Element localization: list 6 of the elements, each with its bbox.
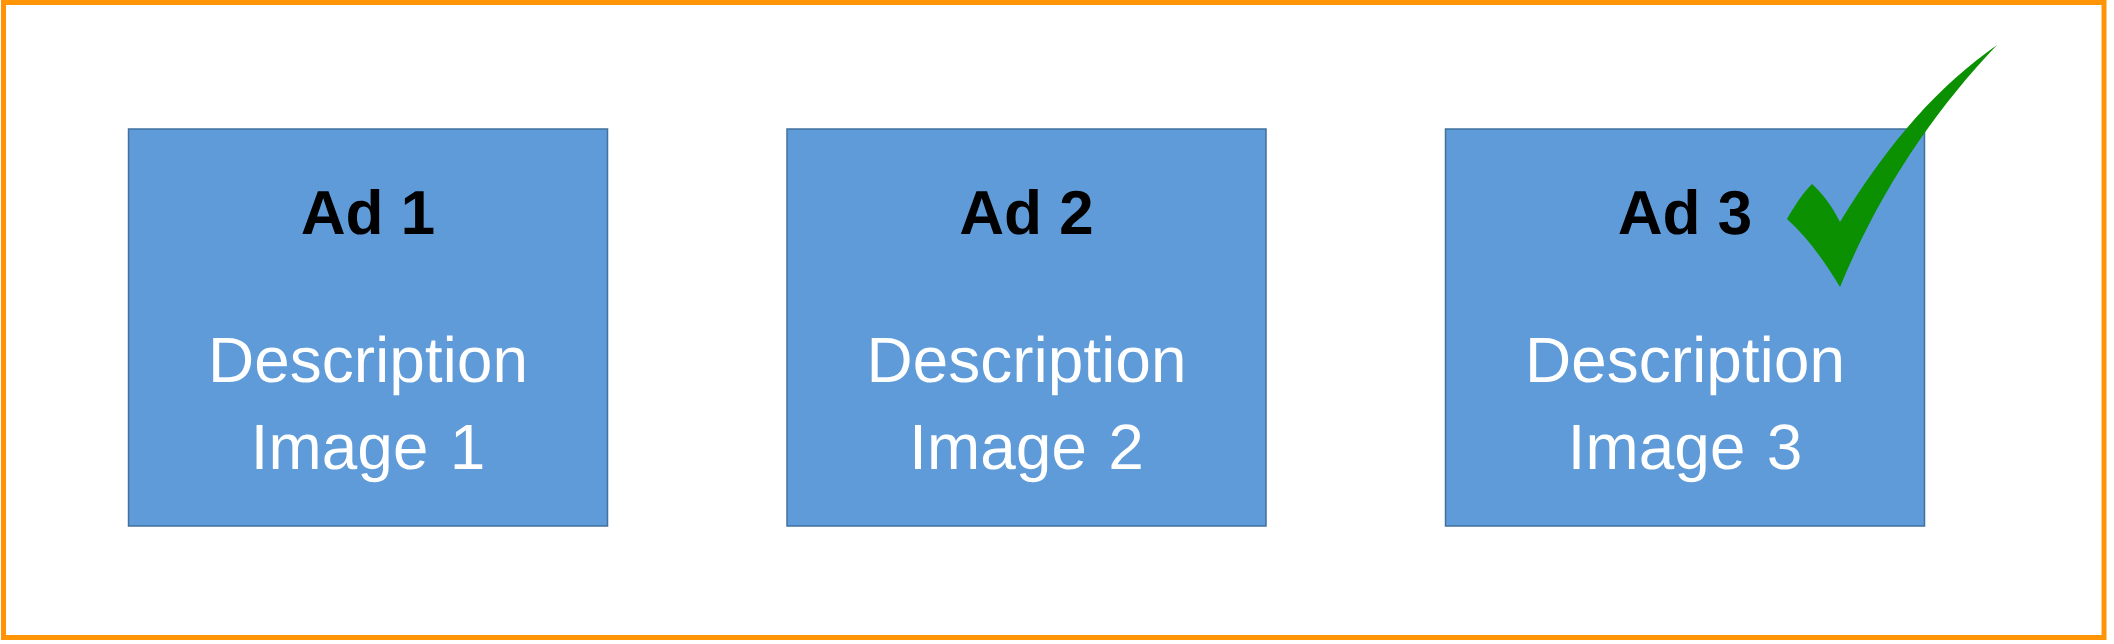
description-text: Description Image 3	[1530, 335, 1841, 483]
description-text: Description Image 2	[871, 335, 1183, 483]
heading: Ad 1	[302, 189, 434, 235]
heading: Ad 3	[1619, 189, 1750, 235]
description-text: Description Image 1	[213, 335, 524, 483]
heading: Ad 2	[960, 189, 1092, 235]
